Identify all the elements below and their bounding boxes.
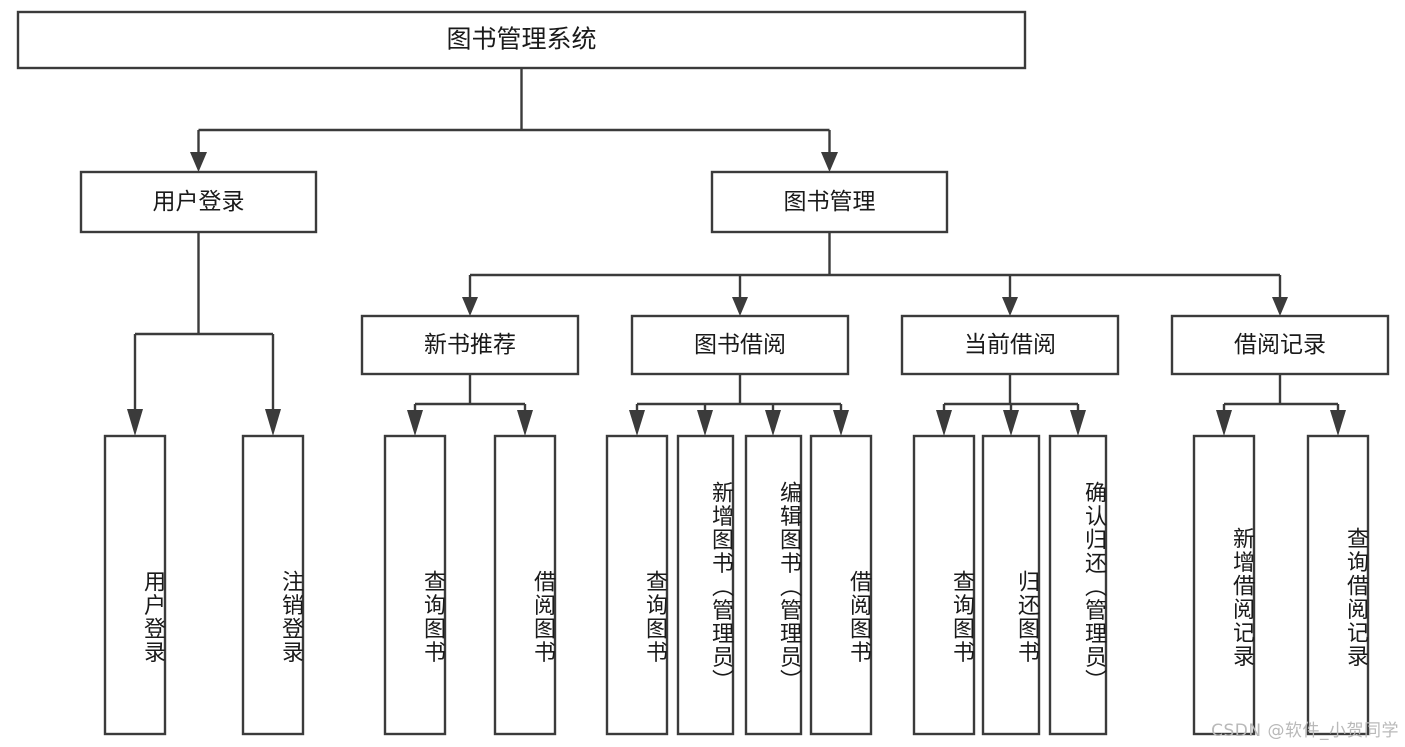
arrow-bm-c4: [1272, 297, 1288, 316]
node-layer: 图书管理系统 用户登录 图书管理 新书推荐 图书借阅 当前: [16, 10, 1390, 736]
leaf-box-user-login[interactable]: [103, 434, 167, 736]
arrow-bb-l4: [833, 410, 849, 436]
leaf-box-logout[interactable]: [241, 434, 305, 736]
arrow-root-to-book-manage: [821, 152, 838, 172]
arrow-bb-l2: [697, 410, 713, 436]
csdn-watermark: CSDN @软件_小贺同学: [1211, 721, 1399, 741]
arrow-bm-c3: [1002, 297, 1018, 316]
node-book-manage-box[interactable]: [710, 170, 949, 234]
node-root[interactable]: 图书管理系统: [16, 10, 1027, 70]
arrow-br-l2: [1330, 410, 1346, 436]
node-book-borrow[interactable]: 图书借阅: [630, 314, 850, 376]
arrow-user-login-b2: [265, 409, 281, 436]
node-user-login[interactable]: 用户登录: [79, 170, 318, 234]
node-root-box[interactable]: [16, 10, 1027, 70]
node-current-borrow-box[interactable]: [900, 314, 1120, 376]
arrow-bb-l3: [765, 410, 781, 436]
node-book-manage-label: 图书管理: [784, 188, 876, 214]
arrow-nbr-l1: [407, 410, 423, 436]
leaf-box-query-book-3[interactable]: [912, 434, 976, 736]
arrow-bm-c2: [732, 297, 748, 316]
arrow-user-login-b1: [127, 409, 143, 436]
node-borrow-record-label: 借阅记录: [1234, 331, 1326, 357]
node-current-borrow[interactable]: 当前借阅: [900, 314, 1120, 376]
node-borrow-record[interactable]: 借阅记录: [1170, 314, 1390, 376]
leaf-box-borrow-book-1[interactable]: [493, 434, 557, 736]
leaf-box-edit-book[interactable]: [744, 434, 803, 736]
leaf-box-query-book-1[interactable]: [383, 434, 447, 736]
node-book-borrow-box[interactable]: [630, 314, 850, 376]
node-new-book-recommend-box[interactable]: [360, 314, 580, 376]
leaf-box-query-book-2[interactable]: [605, 434, 669, 736]
node-borrow-record-box[interactable]: [1170, 314, 1390, 376]
node-book-borrow-label: 图书借阅: [694, 331, 786, 357]
node-new-book-recommend-label: 新书推荐: [424, 331, 516, 357]
leaf-box-confirm-return[interactable]: [1048, 434, 1108, 736]
arrow-cb-l3: [1070, 410, 1086, 436]
node-current-borrow-label: 当前借阅: [964, 331, 1056, 357]
leaf-box-return-book[interactable]: [981, 434, 1041, 736]
leaf-box-borrow-book-2[interactable]: [809, 434, 873, 736]
arrow-bm-c1: [462, 297, 478, 316]
arrow-br-l1: [1216, 410, 1232, 436]
arrow-bb-l1: [629, 410, 645, 436]
leaf-box-query-record[interactable]: [1306, 434, 1370, 736]
arrow-nbr-l2: [517, 410, 533, 436]
leaf-box-add-book[interactable]: [676, 434, 735, 736]
arrow-cb-l2: [1003, 410, 1019, 436]
node-root-label: 图书管理系统: [446, 26, 596, 54]
node-user-login-box[interactable]: [79, 170, 318, 234]
node-book-manage[interactable]: 图书管理: [710, 170, 949, 234]
node-user-login-label: 用户登录: [153, 188, 245, 214]
leaf-box-add-record[interactable]: [1192, 434, 1256, 736]
arrow-cb-l1: [936, 410, 952, 436]
node-new-book-recommend[interactable]: 新书推荐: [360, 314, 580, 376]
edge-layer: [127, 68, 1346, 436]
arrow-root-to-user-login: [190, 152, 207, 172]
